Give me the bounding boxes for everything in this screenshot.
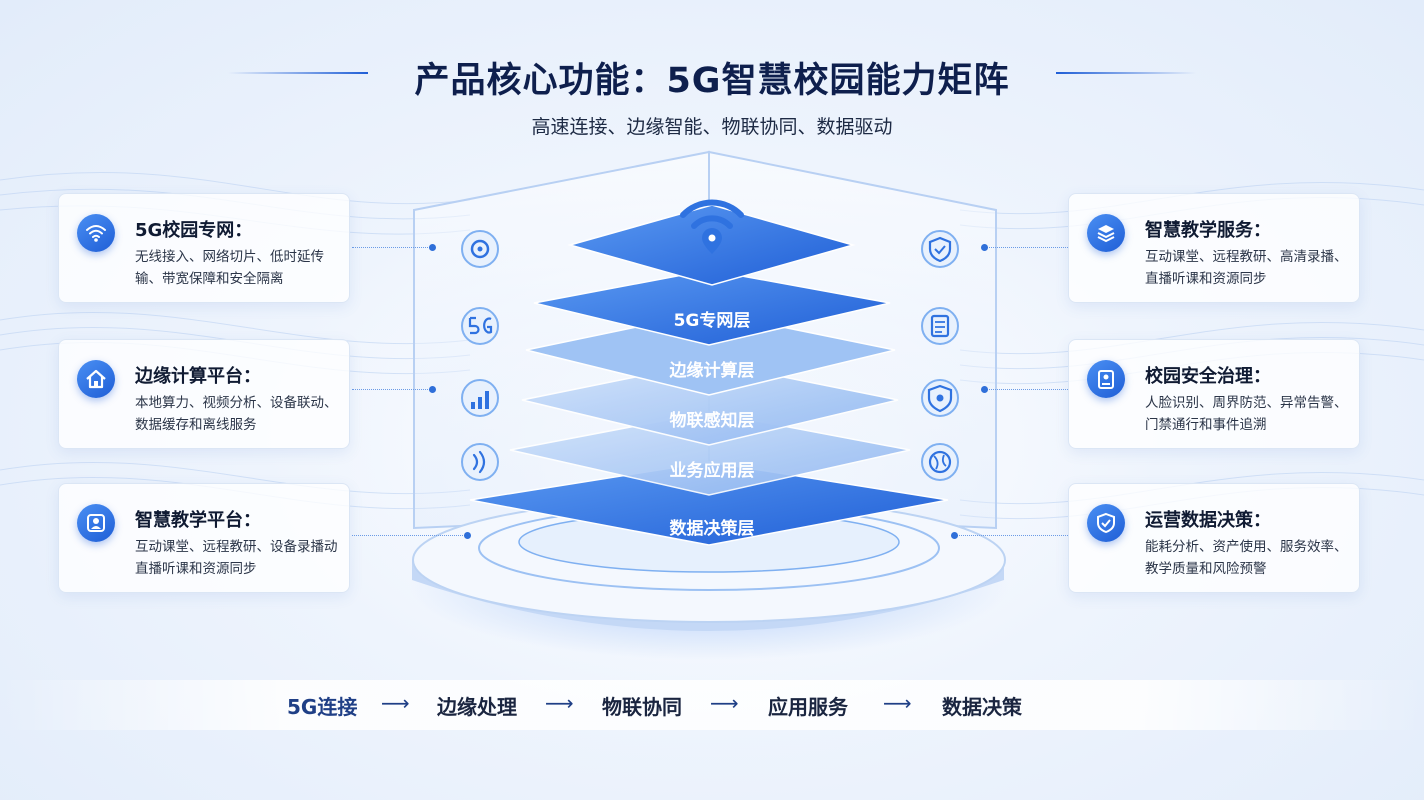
flow-arrow: ⟶ <box>545 691 574 715</box>
card-title: 运营数据决策： <box>1145 510 1271 531</box>
document-icon <box>921 307 959 345</box>
connector-line <box>985 389 1068 390</box>
connector-line <box>985 247 1068 248</box>
card-title: 边缘计算平台： <box>135 366 261 387</box>
card-smart-teaching-platform[interactable]: 智慧教学平台： 互动课堂、远程教研、设备录播动直播听课和资源同步 <box>58 483 350 593</box>
flow-bar <box>0 680 1424 730</box>
home-icon <box>77 360 115 398</box>
connector-line <box>955 535 1068 536</box>
shield-check-icon <box>921 230 959 268</box>
page-title: 产品核心功能：5G智慧校园能力矩阵 <box>414 61 1010 101</box>
connector-line <box>352 247 432 248</box>
title-divider-left <box>228 72 368 74</box>
flow-arrow: ⟶ <box>883 691 912 715</box>
shield-icon <box>1087 504 1125 542</box>
connector-dot <box>464 532 471 539</box>
card-description: 互动课堂、远程教研、高清录播、直播听课和资源同步 <box>1145 249 1348 287</box>
flow-step-decision: 数据决策 <box>942 695 1022 719</box>
chart-icon <box>461 379 499 417</box>
card-smart-teaching-service[interactable]: 智慧教学服务： 互动课堂、远程教研、高清录播、直播听课和资源同步 <box>1068 193 1360 303</box>
flow-arrow: ⟶ <box>710 691 739 715</box>
layer-label-iot: 物联感知层 <box>670 410 755 431</box>
wifi-icon <box>77 214 115 252</box>
5g-icon <box>461 307 499 345</box>
teacher-icon <box>77 504 115 542</box>
layer-label-edge: 边缘计算层 <box>669 360 755 381</box>
flow-step-5g-connect: 5G连接 <box>287 695 358 719</box>
connector-dot <box>981 386 988 393</box>
flow-step-edge: 边缘处理 <box>437 695 517 719</box>
connector-line <box>352 535 467 536</box>
connector-line <box>352 389 432 390</box>
badge-icon <box>1087 360 1125 398</box>
card-title: 智慧教学服务： <box>1145 220 1271 241</box>
card-5g-campus-network[interactable]: 5G校园专网： 无线接入、网络切片、低时延传输、带宽保障和安全隔离 <box>58 193 350 303</box>
connector-dot <box>429 386 436 393</box>
layer-slab-5g <box>533 269 891 346</box>
card-description: 人脸识别、周界防范、异常告警、门禁通行和事件追溯 <box>1145 395 1348 433</box>
globe-icon <box>921 443 959 481</box>
shield-icon <box>921 379 959 417</box>
card-campus-safety[interactable]: 校园安全治理： 人脸识别、周界防范、异常告警、门禁通行和事件追溯 <box>1068 339 1360 449</box>
connector-dot <box>981 244 988 251</box>
connector-dot <box>429 244 436 251</box>
card-title: 智慧教学平台： <box>135 510 261 531</box>
layer-label-decision: 数据决策层 <box>670 518 755 539</box>
card-operation-decision[interactable]: 运营数据决策： 能耗分析、资产使用、服务效率、教学质量和风险预警 <box>1068 483 1360 593</box>
card-edge-computing[interactable]: 边缘计算平台： 本地算力、视频分析、设备联动、数据缓存和离线服务 <box>58 339 350 449</box>
card-title: 5G校园专网： <box>135 220 253 241</box>
flow-step-app: 应用服务 <box>768 695 848 719</box>
layer-label-5g: 5G专网层 <box>674 310 751 331</box>
target-icon <box>461 230 499 268</box>
card-description: 无线接入、网络切片、低时延传输、带宽保障和安全隔离 <box>135 249 324 287</box>
card-title: 校园安全治理： <box>1145 366 1271 387</box>
connector-dot <box>951 532 958 539</box>
flow-step-iot: 物联协同 <box>602 695 682 719</box>
title-divider-right <box>1056 72 1196 74</box>
card-description: 能耗分析、资产使用、服务效率、教学质量和风险预警 <box>1145 539 1348 577</box>
card-description: 本地算力、视频分析、设备联动、数据缓存和离线服务 <box>135 395 338 433</box>
page-subtitle: 高速连接、边缘智能、物联协同、数据驱动 <box>531 116 893 138</box>
card-description: 互动课堂、远程教研、设备录播动直播听课和资源同步 <box>135 539 338 577</box>
flow-arrow: ⟶ <box>381 691 410 715</box>
signal-icon <box>461 443 499 481</box>
signal-tower-icon <box>680 199 744 229</box>
layer-label-business: 业务应用层 <box>670 460 755 481</box>
layers-icon <box>1087 214 1125 252</box>
